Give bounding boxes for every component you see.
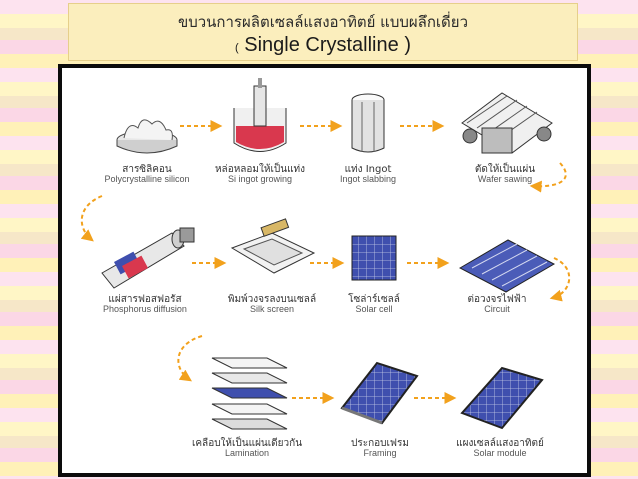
- title-banner: ขบวนการผลิตเซลล์แสงอาทิตย์ แบบผลึกเดี่ยว…: [68, 3, 578, 61]
- ingot-slab-icon: [351, 93, 385, 153]
- title-thai: ขบวนการผลิตเซลล์แสงอาทิตย์ แบบผลึกเดี่ยว: [177, 13, 469, 31]
- wafer-saw-icon: [461, 92, 553, 154]
- arrow-curve-right-2: [549, 257, 571, 302]
- silk-screen-icon: [230, 218, 316, 274]
- title-english: ( Single Crystalline ): [69, 34, 577, 57]
- diagram-canvas: [80, 78, 571, 430]
- polysilicon-icon: [116, 119, 178, 154]
- step-label-11: แผงเซลล์แสงอาทิตย์Solar module: [456, 438, 544, 458]
- solar-module-icon: [460, 366, 544, 430]
- paren-close: ): [404, 34, 411, 56]
- diffusion-furnace-icon: [101, 227, 195, 289]
- title-english-text: Single Crystalline: [244, 34, 399, 56]
- step-label-6: พิมพ์วงจรลงบนเซลล์Silk screen: [227, 294, 317, 314]
- paren-open: (: [235, 42, 239, 54]
- arrow-curve-left-1: [80, 195, 103, 242]
- circuit-icon: [458, 239, 556, 293]
- ingot-growing-icon: [233, 78, 287, 152]
- arrow-curve-right-1: [529, 162, 567, 193]
- solar-cell-icon: [351, 235, 397, 281]
- lamination-icon: [211, 357, 288, 430]
- arrow-curve-left-2: [177, 335, 203, 382]
- step-label-7: โซล่าร์เซลล์Solar cell: [348, 294, 400, 314]
- framing-icon: [340, 361, 419, 425]
